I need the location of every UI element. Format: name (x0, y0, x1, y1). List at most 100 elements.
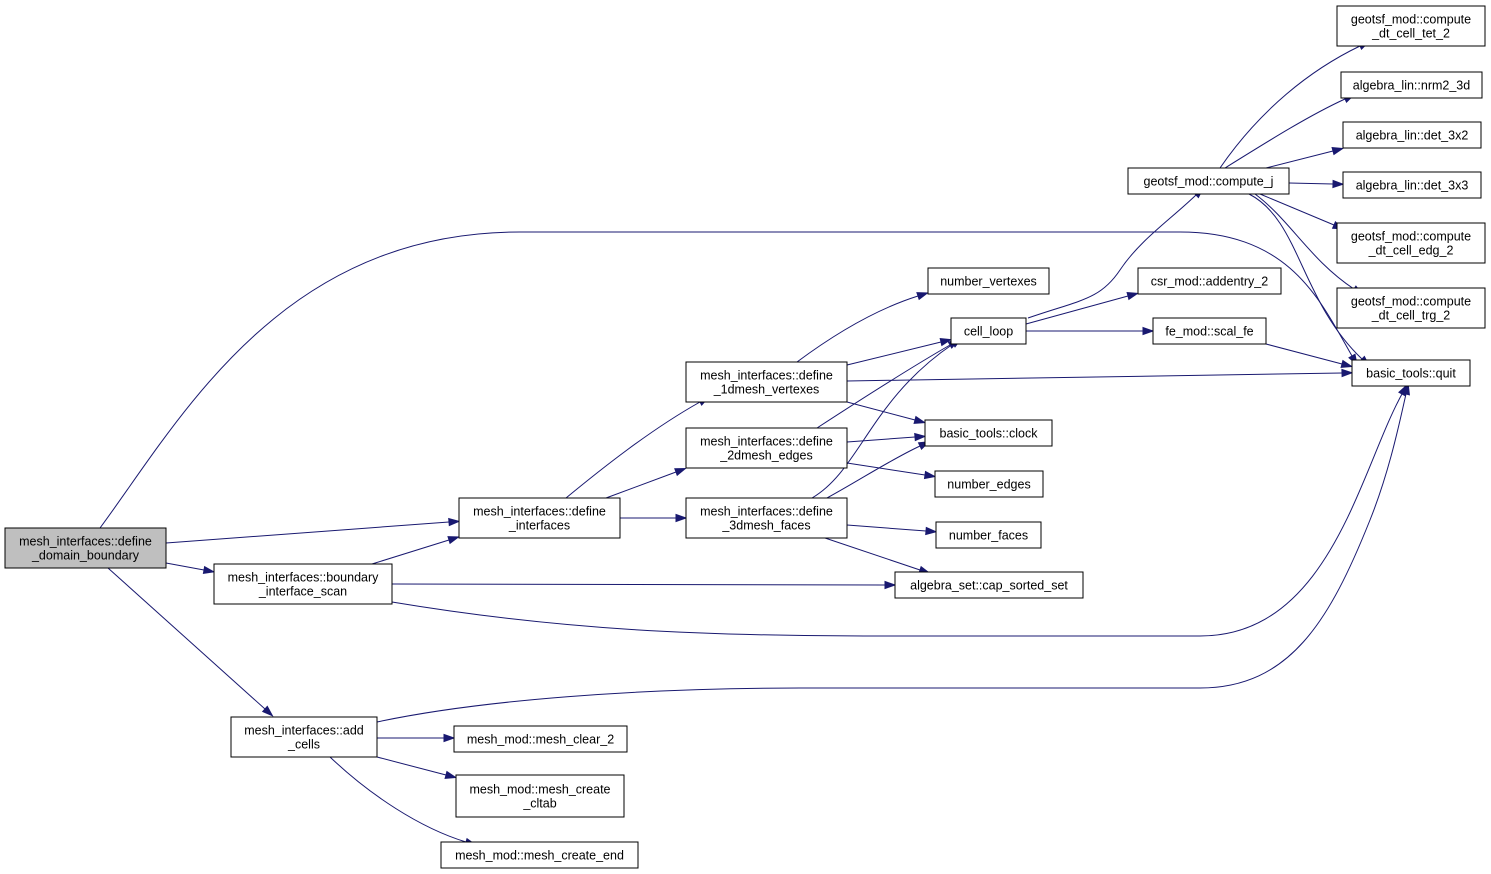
node-compute-dt-cell-trg-2[interactable]: geotsf_mod::compute_dt_cell_trg_2 (1336, 287, 1486, 329)
edge-cell-loop-to-fe-scal-fe (1026, 326, 1155, 336)
node-cell-loop[interactable]: cell_loop (950, 317, 1027, 345)
node-fe-scal-fe[interactable]: fe_mod::scal_fe (1152, 317, 1267, 345)
arrowhead-icon (202, 565, 216, 575)
node-box (1336, 5, 1486, 47)
arrowhead-icon (447, 536, 460, 545)
node-nrm2-3d[interactable]: algebra_lin::nrm2_3d (1340, 71, 1483, 99)
node-box (1336, 222, 1486, 264)
arrowhead-icon (884, 580, 897, 590)
edge-line (811, 343, 954, 499)
node-number-faces[interactable]: number_faces (935, 521, 1042, 549)
node-box (213, 563, 393, 605)
edge-line (565, 401, 701, 499)
edge-define-1dmesh-vertexes-to-number-vertexes (796, 292, 929, 363)
edge-line (165, 521, 450, 544)
node-label: csr_mod::addentry_2 (1151, 275, 1268, 289)
node-label: geotsf_mod::compute_j (1144, 175, 1274, 189)
node-cap-sorted-set[interactable]: algebra_set::cap_sorted_set (894, 571, 1084, 599)
node-label: number_vertexes (940, 275, 1037, 289)
edge-line (107, 567, 266, 710)
arrowhead-icon (1401, 382, 1410, 396)
node-box (455, 774, 625, 818)
node-basic-tools-quit[interactable]: basic_tools::quit (1351, 359, 1471, 387)
node-define-1dmesh-vertexes[interactable]: mesh_interfaces::define_1dmesh_vertexes (685, 361, 848, 403)
edge-line (1265, 150, 1334, 169)
edge-define-interfaces-to-define-3dmesh-faces (620, 513, 688, 523)
edge-line (329, 756, 467, 843)
edge-line (99, 231, 1353, 529)
node-box (685, 427, 848, 469)
node-label: _dt_cell_tet_2 (1371, 27, 1450, 41)
edge-line (1259, 193, 1335, 226)
node-label: _2dmesh_edges (719, 449, 812, 463)
node-box (950, 317, 1027, 345)
node-label: mesh_interfaces::add (244, 724, 364, 738)
node-label: mesh_mod::mesh_create_end (455, 849, 624, 863)
node-label: fe_mod::scal_fe (1165, 325, 1253, 339)
node-det-3x2[interactable]: algebra_lin::det_3x2 (1342, 121, 1482, 149)
edge-line (846, 524, 927, 532)
node-boundary-interface-scan[interactable]: mesh_interfaces::boundary_interface_scan (213, 563, 393, 605)
node-csr-addentry-2[interactable]: csr_mod::addentry_2 (1137, 267, 1282, 295)
edge-line (846, 436, 916, 443)
node-label: geotsf_mod::compute (1351, 230, 1471, 244)
edge-line (376, 393, 1407, 723)
node-box (1137, 267, 1282, 295)
node-label: number_edges (947, 478, 1030, 492)
edge-root-to-boundary-interface-scan (165, 562, 216, 575)
edge-define-1dmesh-vertexes-to-basic-tools-quit (846, 368, 1354, 382)
node-compute-dt-cell-tet-2[interactable]: geotsf_mod::compute_dt_cell_tet_2 (1336, 5, 1486, 47)
node-label: cell_loop (964, 325, 1013, 339)
node-label: _cells (287, 738, 320, 752)
edge-define-2dmesh-edges-to-basic-tools-clock (846, 432, 927, 443)
arrowhead-icon (443, 733, 456, 743)
node-compute-dt-cell-edg-2[interactable]: geotsf_mod::compute_dt_cell_edg_2 (1336, 222, 1486, 264)
node-box (685, 361, 848, 403)
node-label: basic_tools::clock (940, 427, 1039, 441)
node-label: _interfaces (508, 519, 570, 533)
node-box (230, 716, 378, 758)
node-label: mesh_mod::mesh_create (469, 783, 610, 797)
node-label: mesh_interfaces::define (700, 435, 833, 449)
arrowhead-icon (1142, 326, 1155, 336)
arrowhead-icon (923, 470, 937, 480)
arrowhead-icon (444, 770, 458, 779)
node-compute-j[interactable]: geotsf_mod::compute_j (1127, 167, 1290, 195)
node-define-interfaces[interactable]: mesh_interfaces::define_interfaces (458, 497, 621, 539)
edge-define-interfaces-to-define-2dmesh-edges (605, 467, 687, 499)
edge-line (391, 393, 1403, 637)
node-mesh-create-end[interactable]: mesh_mod::mesh_create_end (440, 841, 639, 869)
node-basic-tools-clock[interactable]: basic_tools::clock (924, 419, 1053, 447)
arrowhead-icon (1341, 368, 1354, 378)
node-box (894, 571, 1084, 599)
edge-compute-j-to-compute-dt-cell-edg-2 (1259, 193, 1345, 230)
node-det-3x3[interactable]: algebra_lin::det_3x3 (1342, 171, 1482, 199)
node-number-edges[interactable]: number_edges (934, 470, 1044, 498)
edge-line (371, 539, 450, 565)
edge-line (1219, 45, 1361, 169)
edge-add-cells-to-basic-tools-quit (376, 382, 1410, 723)
node-mesh-clear-2[interactable]: mesh_mod::mesh_clear_2 (453, 725, 628, 753)
node-root[interactable]: mesh_interfaces::define_domain_boundary (4, 527, 167, 569)
arrowhead-icon (674, 467, 687, 477)
node-define-3dmesh-faces[interactable]: mesh_interfaces::define_3dmesh_faces (685, 497, 848, 539)
arrowhead-icon (1331, 147, 1345, 156)
node-number-vertexes[interactable]: number_vertexes (927, 267, 1050, 295)
edge-define-1dmesh-vertexes-to-basic-tools-clock (846, 401, 927, 424)
node-label: mesh_mod::mesh_clear_2 (467, 733, 614, 747)
edge-line (846, 401, 916, 421)
node-label: _dt_cell_trg_2 (1371, 309, 1451, 323)
node-label: mesh_interfaces::define (473, 505, 606, 519)
edge-add-cells-to-mesh-clear-2 (377, 733, 456, 743)
node-box (1127, 167, 1290, 195)
node-mesh-create-cltab[interactable]: mesh_mod::mesh_create_cltab (455, 774, 625, 818)
edge-line (816, 344, 951, 429)
node-add-cells[interactable]: mesh_interfaces::add_cells (230, 716, 378, 758)
edge-line (1025, 295, 1129, 325)
edge-define-3dmesh-faces-to-cap-sorted-set (824, 537, 931, 574)
edge-add-cells-to-mesh-create-end (329, 756, 478, 846)
node-label: geotsf_mod::compute (1351, 295, 1471, 309)
node-box (458, 497, 621, 539)
node-define-2dmesh-edges[interactable]: mesh_interfaces::define_2dmesh_edges (685, 427, 848, 469)
